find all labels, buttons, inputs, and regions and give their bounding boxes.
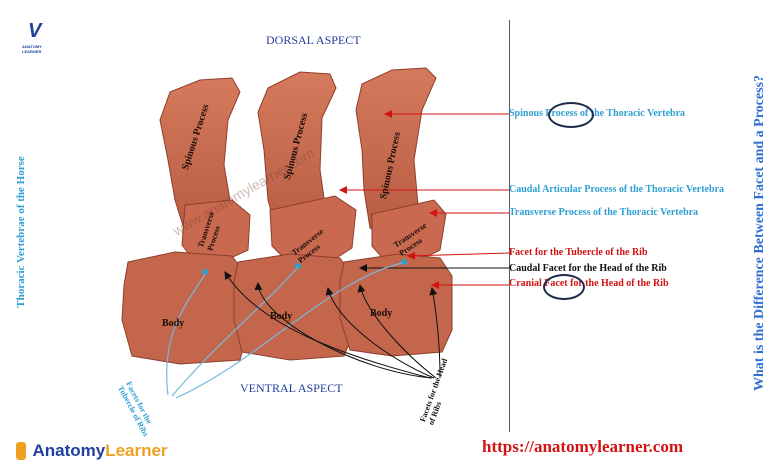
vertebra-2 xyxy=(233,71,357,361)
brand-logo-icon xyxy=(16,442,26,460)
transverse-process-2 xyxy=(269,195,357,265)
highlight-ring-process xyxy=(548,102,594,128)
callout-spinous-process: Spinous Process of the Thoracic Vertebra xyxy=(509,108,686,119)
vertebral-body-2 xyxy=(233,253,355,361)
black-curve-2 xyxy=(254,282,433,379)
transverse-process-3 xyxy=(371,199,447,263)
brand-logo-anatomy: Anatomy xyxy=(32,441,106,460)
small-logo-mark: V xyxy=(28,20,42,42)
body-label-3: Body xyxy=(370,308,393,319)
arrow-tubercle-facet xyxy=(407,251,511,260)
transverse-process-1 xyxy=(181,199,251,263)
right-vertical-title: What is the Difference Between Facet and… xyxy=(752,75,767,391)
brand-logo-learner: Learner xyxy=(105,441,168,460)
callout-tubercle-facet: Facet for the Tubercle of the Rib xyxy=(509,247,648,258)
body-label-2: Body xyxy=(270,311,293,322)
brand-logo: AnatomyLearner xyxy=(16,441,168,465)
vertebra-1 xyxy=(121,77,251,365)
black-curve-5 xyxy=(429,287,441,379)
blue-curve-2 xyxy=(171,267,298,397)
divider-line xyxy=(509,20,510,432)
blue-curve-3 xyxy=(175,262,403,399)
tubercle-facet-dot-1 xyxy=(202,269,208,275)
left-vertical-title: Thoracic Vertebrae of the Horse xyxy=(15,156,27,308)
highlight-ring-facet xyxy=(543,274,585,300)
small-logo-text: ANATOMY LEARNER xyxy=(22,44,42,54)
vertebral-body-1 xyxy=(121,251,249,365)
callout-caudal-articular-process: Caudal Articular Process of the Thoracic… xyxy=(509,184,724,195)
black-curve-4 xyxy=(357,284,437,379)
tubercle-facet-dot-2 xyxy=(295,263,301,269)
dorsal-aspect-label: DORSAL ASPECT xyxy=(266,33,361,47)
callout-cranial-facet: Cranial Facet for the Head of the Rib xyxy=(509,278,669,289)
small-logo: V ANATOMY LEARNER xyxy=(22,20,56,56)
blue-curve-1 xyxy=(166,273,206,396)
black-curve-3 xyxy=(325,287,435,379)
callout-transverse-process: Transverse Process of the Thoracic Verte… xyxy=(509,207,699,218)
callout-caudal-facet: Caudal Facet for the Head of the Rib xyxy=(509,263,667,274)
ventral-aspect-label: VENTRAL ASPECT xyxy=(240,381,343,395)
body-label-1: Body xyxy=(162,318,185,329)
vertebral-body-3 xyxy=(339,253,453,357)
vertebra-3 xyxy=(339,67,453,357)
tubercle-facet-dot-3 xyxy=(401,259,407,265)
site-url: https://anatomylearner.com xyxy=(482,437,683,456)
